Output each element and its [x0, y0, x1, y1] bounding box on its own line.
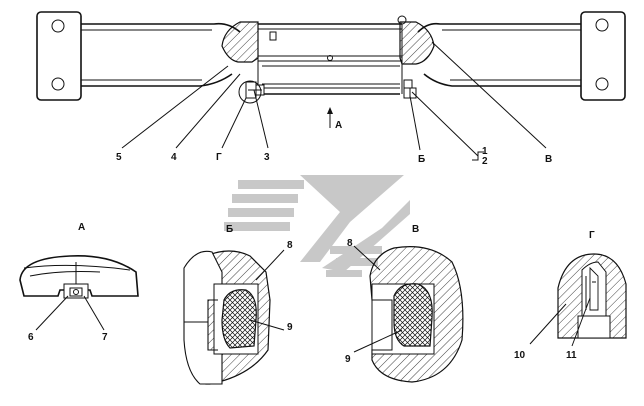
main-assembly: А 5 4 Г 3 Б 1 2 В [36, 11, 626, 167]
view-b: Б 8 9 [183, 224, 293, 385]
callout-11: 11 [566, 350, 577, 361]
right-flange-hole-bottom [595, 77, 609, 91]
callout-8-v: 8 [347, 238, 353, 249]
callout-g: Г [216, 152, 222, 163]
callout-2: 2 [482, 156, 488, 167]
callout-3: 3 [264, 152, 270, 163]
callout-9-b: 9 [287, 322, 293, 333]
arrow-a-label: А [335, 120, 342, 131]
callout-6: 6 [28, 332, 34, 343]
callout-4: 4 [171, 152, 177, 163]
callout-v: В [545, 154, 552, 165]
callout-b: Б [418, 154, 425, 165]
view-v-title: В [412, 224, 419, 235]
callout-9-v: 9 [345, 354, 351, 365]
right-flange-hole-top [595, 18, 609, 32]
watermark-logo [224, 175, 410, 277]
left-flange [36, 11, 82, 101]
left-flange-hole-top [51, 19, 65, 33]
right-hub [399, 21, 435, 65]
view-a: А 6 7 [19, 222, 139, 343]
callout-5: 5 [116, 152, 122, 163]
view-g: Г 10 11 [514, 230, 627, 361]
callout-8-b: 8 [287, 240, 293, 251]
callout-1: 1 [482, 146, 488, 157]
left-hub [221, 21, 259, 63]
view-v: В 8 9 [345, 224, 464, 383]
section-arrow-a: А [327, 107, 342, 131]
central-tube [257, 23, 403, 95]
view-b-title: Б [226, 224, 233, 235]
detail-circle-g [238, 80, 262, 104]
left-seal-bolt [245, 81, 265, 99]
callout-7: 7 [102, 332, 108, 343]
left-beam [81, 22, 241, 87]
view-g-title: Г [589, 230, 595, 241]
leader-lines [121, 41, 547, 161]
callout-10: 10 [514, 350, 526, 361]
right-flange [580, 11, 626, 101]
right-beam [417, 22, 581, 87]
left-flange-hole-bottom [51, 77, 65, 91]
view-a-title: А [78, 222, 85, 233]
